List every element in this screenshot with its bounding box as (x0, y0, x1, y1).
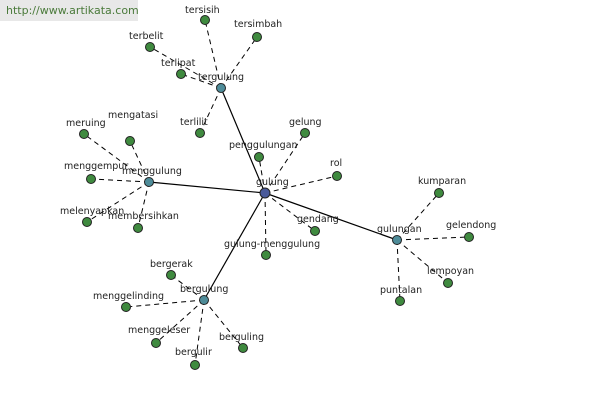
edge-gulung-menggulung (148, 181, 266, 194)
edge-bergulung-bergulir (194, 299, 205, 366)
edge-gulungan-puntalan (396, 239, 401, 302)
leaf-node-terlipat (176, 69, 186, 79)
label-terbelit: terbelit (129, 31, 164, 42)
edge-tergulung-tersimbah (220, 36, 258, 89)
label-gulungan: gulungan (377, 224, 422, 235)
label-meruing: meruing (66, 118, 106, 129)
label-gelendong: gelendong (446, 220, 496, 231)
leaf-node-kumparan (434, 188, 444, 198)
edge-menggulung-melenyapkan (86, 181, 150, 223)
label-melenyapkan: melenyapkan (60, 206, 124, 217)
root-node-gulung (259, 187, 271, 199)
edge-gulung-gulungan (264, 192, 398, 241)
leaf-node-gendang (310, 226, 320, 236)
label-rol: rol (330, 158, 342, 169)
leaf-node-puntalan (395, 296, 405, 306)
label-tersimbah: tersimbah (234, 19, 282, 30)
label-penggulungan: penggulungan (229, 140, 298, 151)
leaf-node-bergerak (166, 270, 176, 280)
label-bergulir: bergulir (175, 347, 212, 358)
hub-node-tergulung (216, 83, 226, 93)
edge-gulungan-kumparan (396, 192, 440, 241)
label-tersisih: tersisih (185, 5, 220, 16)
watermark-url: http://www.artikata.com (0, 0, 139, 21)
leaf-node-gelung (300, 128, 310, 138)
labels: tersisih tersimbah terbelit terlipat terlili… (60, 5, 496, 358)
label-berguling: berguling (219, 332, 264, 343)
label-gelung: gelung (289, 117, 322, 128)
edges (83, 19, 470, 366)
edge-bergulung-menggelinding (125, 299, 205, 308)
label-mengatasi: mengatasi (108, 110, 158, 121)
leaf-node-membersihkan (133, 223, 143, 233)
label-gulung: gulung (256, 177, 289, 188)
edge-gulung-penggulungan (258, 156, 266, 194)
edge-gulungan-lempoyan (396, 239, 449, 284)
label-gendang: gendang (297, 214, 339, 225)
edge-tergulung-terlipat (180, 73, 222, 89)
edge-gulung-gelung (264, 132, 306, 194)
edge-menggulung-menggempur (90, 178, 150, 183)
leaf-node-gulung-menggulung (261, 250, 271, 260)
edge-tergulung-tersisih (204, 19, 222, 89)
label-kumparan: kumparan (418, 176, 466, 187)
edge-bergulung-bergerak (170, 274, 205, 301)
edge-bergulung-menggeleser (155, 299, 205, 344)
label-bergulung: bergulung (180, 284, 228, 295)
leaf-node-menggeleser (151, 338, 161, 348)
edge-gulung-rol (264, 175, 338, 194)
label-lempoyan: lempoyan (427, 266, 474, 277)
leaf-node-melenyapkan (82, 217, 92, 227)
leaf-node-lempoyan (443, 278, 453, 288)
edge-gulung-tergulung (220, 87, 266, 194)
leaf-node-tersimbah (252, 32, 262, 42)
label-membersihkan: membersihkan (108, 211, 179, 222)
leaf-node-terlilit (195, 128, 205, 138)
leaf-node-menggempur (86, 174, 96, 184)
leaf-node-menggelinding (121, 302, 131, 312)
edge-tergulung-terbelit (149, 46, 222, 89)
label-terlilit: terlilit (180, 117, 208, 128)
hub-node-bergulung (199, 295, 209, 305)
edge-bergulung-berguling (203, 299, 244, 349)
leaf-node-penggulungan (254, 152, 264, 162)
leaf-node-terbelit (145, 42, 155, 52)
leaf-node-rol (332, 171, 342, 181)
hub-node-gulungan (392, 235, 402, 245)
edge-gulung-bergulung (203, 192, 266, 301)
edge-gulung-gendang (264, 192, 316, 232)
leaf-node-tersisih (200, 15, 210, 25)
label-tergulung: tergulung (198, 72, 244, 83)
nodes (79, 15, 474, 370)
leaf-node-bergulir (190, 360, 200, 370)
label-puntalan: puntalan (380, 285, 422, 296)
label-menggulung: menggulung (122, 166, 182, 177)
leaf-node-berguling (238, 343, 248, 353)
edge-gulungan-gelendong (396, 236, 470, 241)
label-terlipat: terlipat (161, 58, 196, 69)
label-menggelinding: menggelinding (93, 291, 164, 302)
edge-menggulung-meruing (83, 133, 150, 183)
label-gulung-menggulung: gulung-menggulung (224, 239, 320, 250)
edge-menggulung-membersihkan (137, 181, 150, 229)
label-bergerak: bergerak (150, 259, 193, 270)
label-menggempur: menggempur (64, 161, 128, 172)
leaf-node-meruing (79, 129, 89, 139)
hub-node-menggulung (144, 177, 154, 187)
leaf-node-gelendong (464, 232, 474, 242)
label-menggeleser: menggeleser (128, 325, 190, 336)
edge-menggulung-mengatasi (129, 140, 150, 183)
leaf-node-mengatasi (125, 136, 135, 146)
edge-gulung-gulung-menggulung (264, 192, 267, 256)
